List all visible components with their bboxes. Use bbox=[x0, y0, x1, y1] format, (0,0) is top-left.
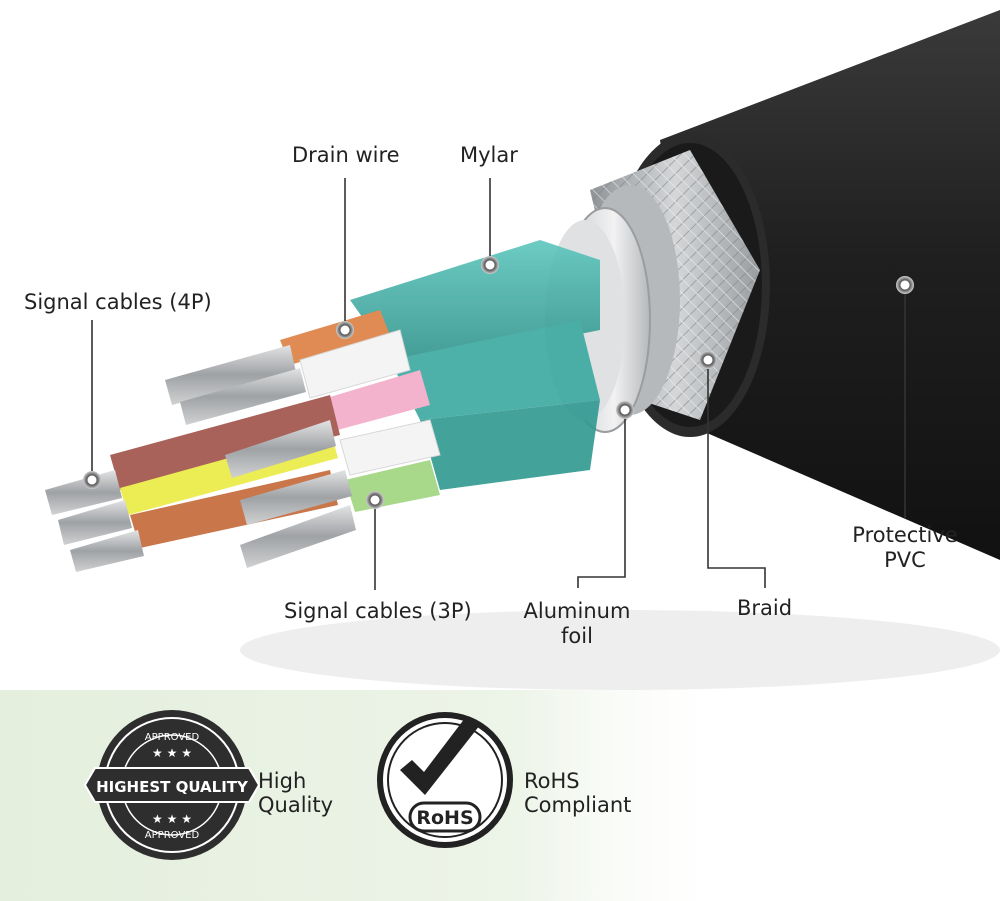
label-signal-cables-3p: Signal cables (3P) bbox=[284, 599, 472, 623]
highest-quality-seal: HIGHEST QUALITY APPROVED APPROVED ★ ★ ★ … bbox=[83, 710, 261, 860]
svg-text:★ ★ ★: ★ ★ ★ bbox=[152, 812, 192, 826]
high-quality-line2: Quality bbox=[258, 793, 334, 817]
leader-lines bbox=[91, 178, 906, 590]
rohs-stamp: RoHS bbox=[377, 712, 513, 848]
rohs-caption: RoHS Compliant bbox=[524, 769, 631, 817]
high-quality-caption: High Quality bbox=[258, 769, 333, 817]
label-protective-pvc-line1: Protective bbox=[852, 523, 958, 547]
wires bbox=[45, 310, 441, 572]
seal-bottom-text: APPROVED bbox=[145, 830, 200, 841]
label-protective-pvc-line2: PVC bbox=[884, 548, 926, 572]
mylar-layer bbox=[350, 240, 600, 490]
label-aluminum-foil-line1: Aluminum bbox=[523, 599, 631, 623]
label-aluminum-foil-line2: foil bbox=[561, 624, 593, 648]
seal-top-text: APPROVED bbox=[145, 732, 200, 743]
seal-middle-text: HIGHEST QUALITY bbox=[96, 778, 249, 796]
cable-shadow bbox=[240, 610, 1000, 690]
label-braid: Braid bbox=[737, 596, 793, 620]
label-protective-pvc: Protective PVC bbox=[840, 523, 970, 573]
checkmark-icon bbox=[400, 718, 480, 795]
callout-dots bbox=[83, 256, 914, 509]
svg-text:★ ★ ★: ★ ★ ★ bbox=[152, 746, 192, 760]
rohs-line2: Compliant bbox=[524, 793, 632, 817]
label-drain-wire: Drain wire bbox=[292, 143, 400, 167]
high-quality-line1: High bbox=[258, 769, 307, 793]
rohs-line1: RoHS bbox=[524, 769, 580, 793]
label-signal-cables-4p: Signal cables (4P) bbox=[24, 290, 212, 314]
label-aluminum-foil: Aluminum foil bbox=[512, 599, 642, 649]
rohs-stamp-text: RoHS bbox=[416, 807, 473, 829]
label-mylar: Mylar bbox=[460, 143, 518, 167]
